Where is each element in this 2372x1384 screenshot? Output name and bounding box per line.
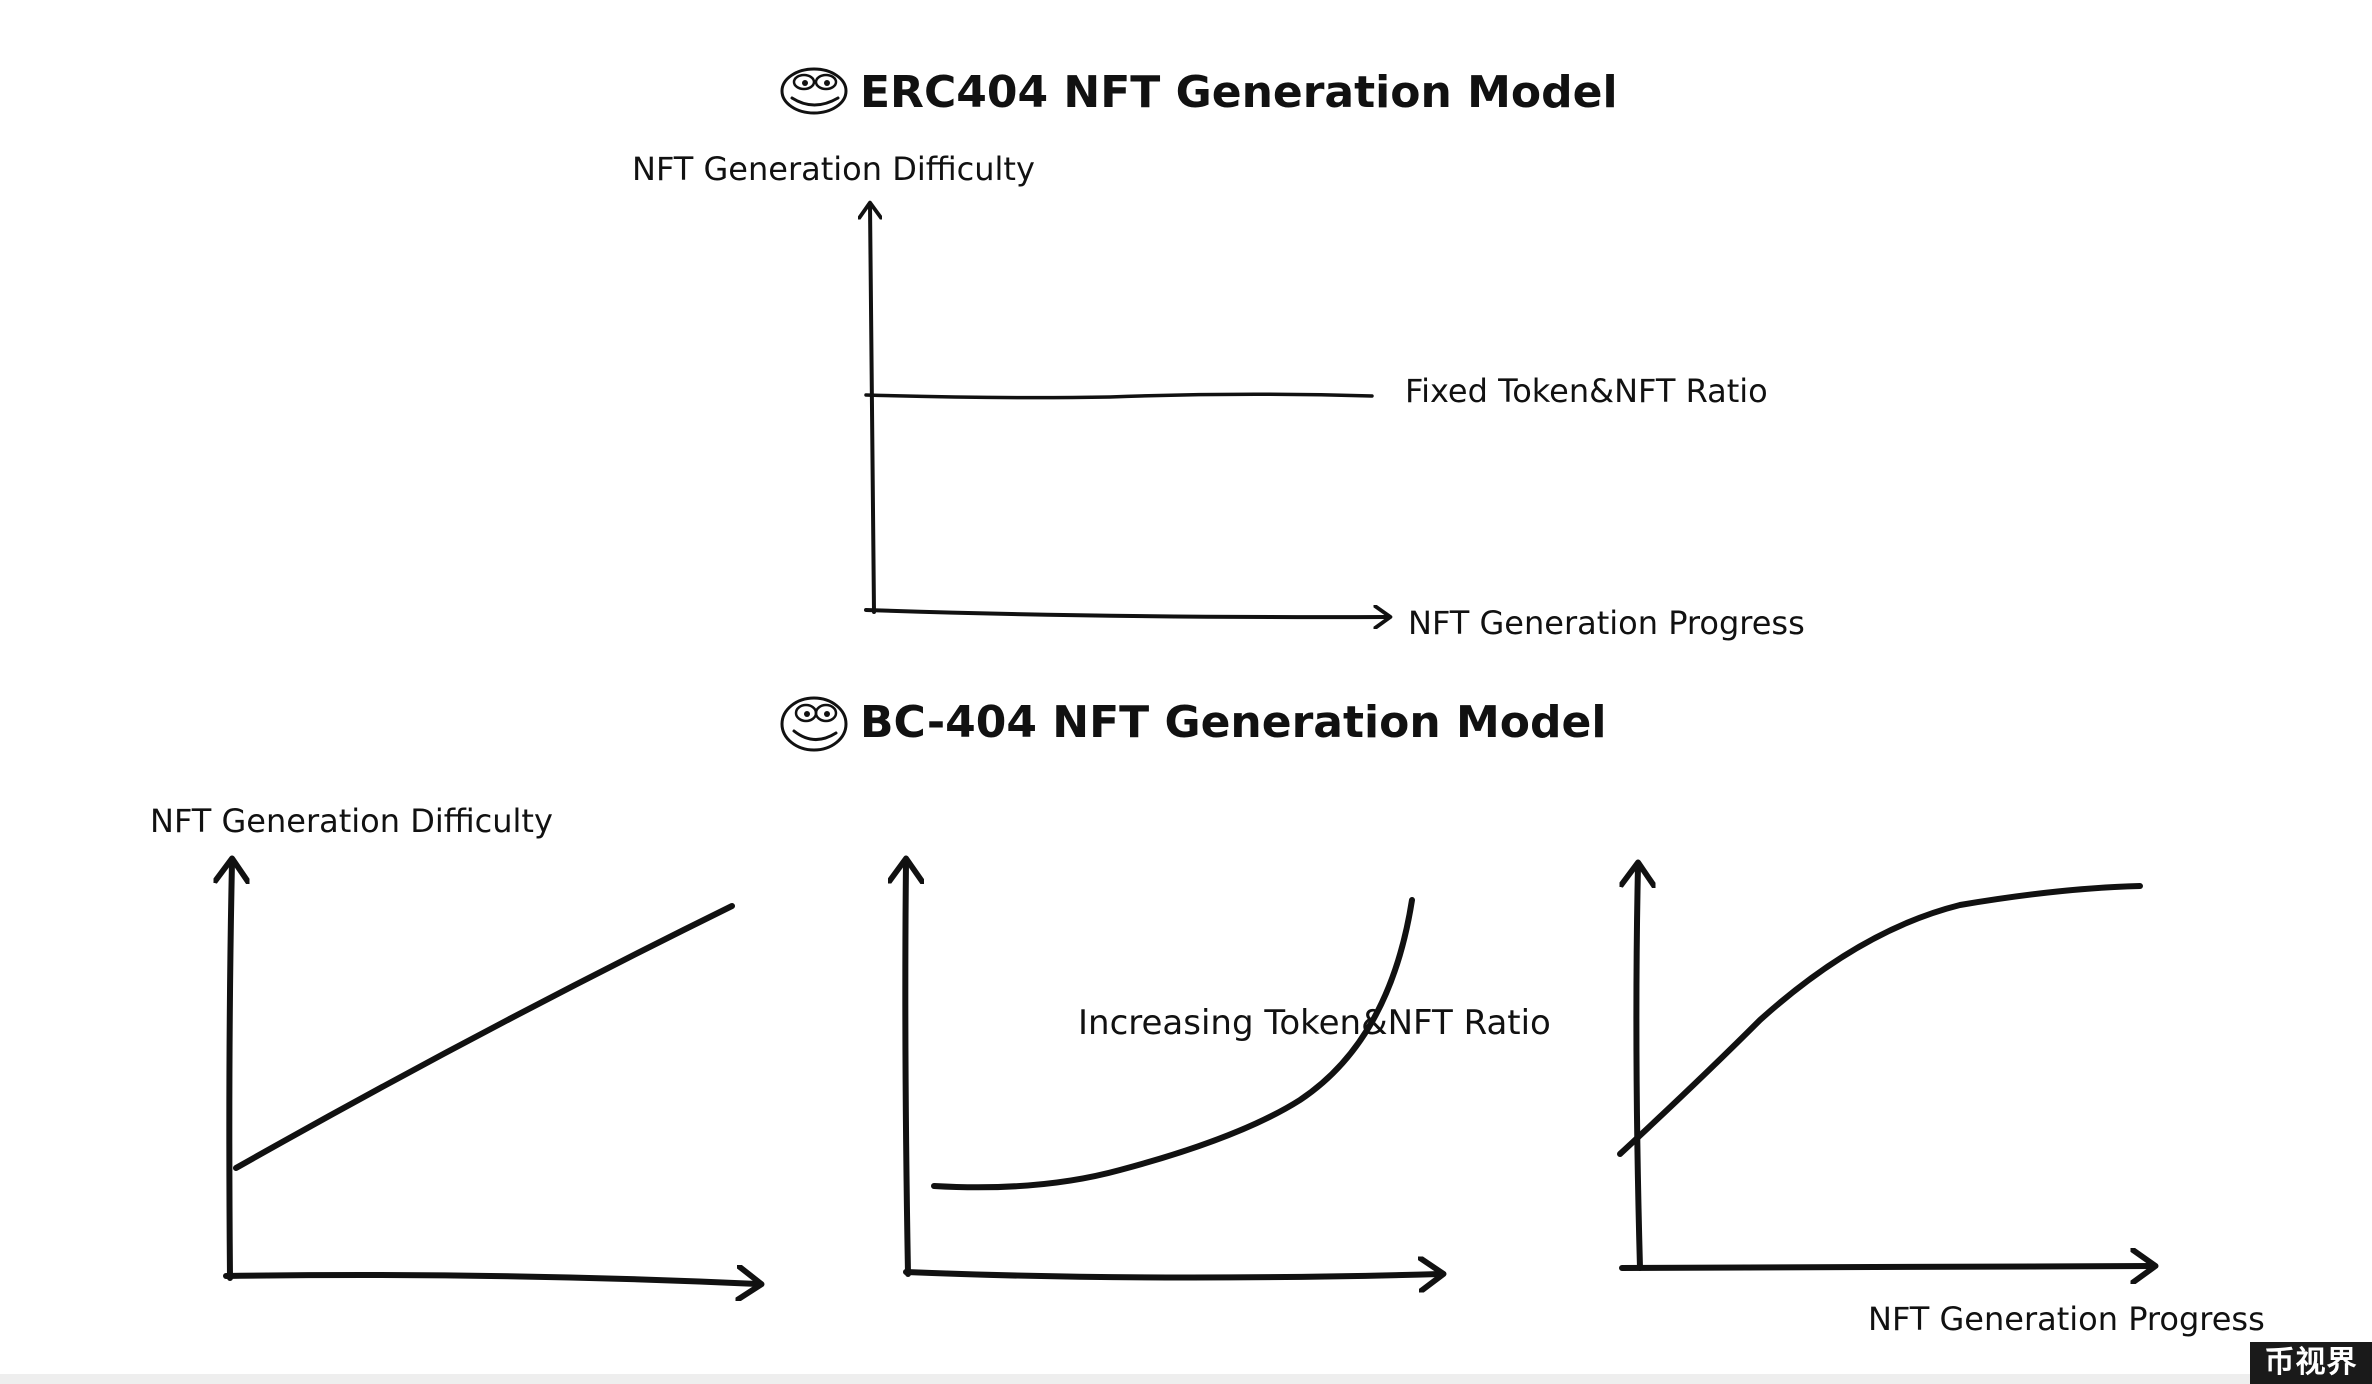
top-curve-label: Fixed Token&NFT Ratio <box>1405 372 1768 410</box>
panel-logarithmic-x-axis <box>1619 1266 2152 1268</box>
pepe-frog-icon <box>780 67 848 115</box>
top-y-axis-label: NFT Generation Difficulty <box>632 150 1035 188</box>
top-title-group: ERC404 NFT Generation Model <box>780 67 1618 118</box>
bottom-curve-label: Increasing Token&NFT Ratio <box>1078 1003 1551 1043</box>
top-x-axis <box>864 610 1388 617</box>
bottom-y-axis-label: NFT Generation Difficulty <box>150 802 553 840</box>
panel-linear-curve <box>233 903 735 1171</box>
panel-exponential: Increasing Token&NFT Ratio <box>905 862 1551 1278</box>
top-y-axis <box>870 205 874 614</box>
pepe-frog-icon <box>780 696 848 752</box>
watermark-badge: 币视界 <box>2250 1342 2372 1384</box>
panel-logarithmic-y-axis <box>1636 866 1640 1271</box>
panel-logarithmic-curve <box>1617 883 2143 1157</box>
top-fixed-ratio-line <box>864 392 1374 400</box>
panel-exponential-curve <box>931 897 1415 1191</box>
bottom-x-axis-label: NFT Generation Progress <box>1868 1300 2265 1338</box>
panel-exponential-y-axis <box>905 862 908 1277</box>
top-x-axis-label: NFT Generation Progress <box>1408 604 1805 642</box>
panel-exponential-x-axis <box>903 1272 1440 1278</box>
panel-linear-y-axis <box>229 862 232 1281</box>
panel-linear-x-axis <box>223 1275 758 1284</box>
top-title: ERC404 NFT Generation Model <box>860 67 1618 118</box>
panel-logarithmic <box>1617 866 2152 1271</box>
bottom-strip <box>0 1374 2372 1384</box>
panel-linear <box>226 862 758 1284</box>
bottom-title-group: BC-404 NFT Generation Model <box>780 696 1606 752</box>
bottom-title: BC-404 NFT Generation Model <box>860 697 1606 748</box>
